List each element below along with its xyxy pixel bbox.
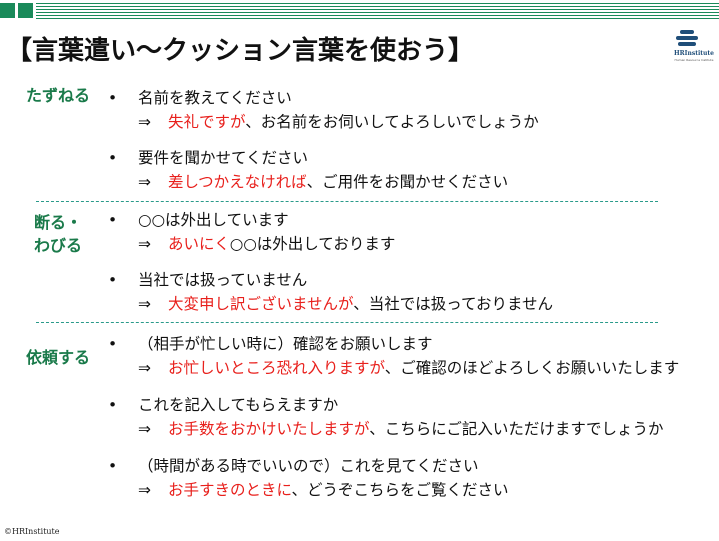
arrow-icon: ⇒ — [138, 235, 151, 253]
arrow-icon: ⇒ — [138, 359, 151, 377]
phrase-item-7: •（時間がある時でいいので）これを見てください ⇒お手すきのときに、どうぞこちら… — [108, 454, 509, 502]
corner-square-1 — [0, 3, 15, 18]
plain-phrase: （相手が忙しい時に）確認をお願いします — [138, 335, 433, 353]
phrase-item-2: •要件を聞かせてください ⇒差しつかえなければ、ご用件をお聞かせください — [108, 146, 508, 194]
cushion-phrase: お手すきのときに — [168, 481, 292, 499]
cushion-phrase: 差しつかえなければ — [168, 173, 307, 191]
category-refuse: 断る・ わびる — [34, 213, 83, 255]
logo-sub: Human Resource Institute — [674, 58, 714, 62]
category-request: 依頼する — [26, 348, 91, 367]
plain-phrase: 要件を聞かせてください — [138, 149, 309, 167]
cushion-phrase: 失礼ですが — [168, 113, 246, 131]
logo-name: HRInstitute — [674, 50, 714, 57]
cushion-phrase: 大変申し訳ございませんが — [168, 295, 354, 313]
polite-phrase: ○○は外出しております — [229, 235, 396, 253]
copyright-footer: ©HRInstitute — [4, 527, 60, 536]
arrow-icon: ⇒ — [138, 420, 151, 438]
slide-title: 【言葉遣い～クッション言葉を使おう】 — [6, 36, 475, 66]
section-divider-1 — [36, 201, 658, 202]
cushion-phrase: お忙しいところ恐れ入りますが — [168, 359, 385, 377]
plain-phrase: 名前を教えてください — [138, 89, 292, 107]
plain-phrase: 当社では扱っていません — [138, 271, 308, 289]
phrase-item-3: •○○は外出しています ⇒あいにく○○は外出しております — [108, 208, 395, 256]
polite-phrase: 、当社では扱っておりません — [353, 295, 554, 313]
polite-phrase: 、ご確認のほどよろしくお願いいたします — [384, 359, 680, 377]
arrow-icon: ⇒ — [138, 113, 151, 131]
plain-phrase: （時間がある時でいいので）これを見てください — [138, 457, 479, 475]
hri-logo: HRInstitute Human Resource Institute — [672, 28, 716, 64]
arrow-icon: ⇒ — [138, 295, 151, 313]
corner-square-2 — [18, 3, 33, 18]
plain-phrase: ○○は外出しています — [138, 211, 289, 229]
polite-phrase: 、ご用件をお聞かせください — [306, 173, 509, 191]
category-ask: たずねる — [26, 86, 91, 105]
arrow-icon: ⇒ — [138, 481, 151, 499]
phrase-item-1: •名前を教えてください ⇒失礼ですが、お名前をお伺いしてよろしいでしょうか — [108, 86, 539, 134]
header-decoration — [0, 0, 719, 21]
header-stripes — [36, 3, 719, 19]
polite-phrase: 、どうぞこちらをご覧ください — [291, 481, 509, 499]
section-divider-2 — [36, 322, 658, 323]
arrow-icon: ⇒ — [138, 173, 151, 191]
cushion-phrase: お手数をおかけいたしますが — [168, 420, 370, 438]
polite-phrase: 、お名前をお伺いしてよろしいでしょうか — [245, 113, 539, 131]
phrase-item-4: •当社では扱っていません ⇒大変申し訳ございませんが、当社では扱っておりません — [108, 268, 553, 316]
phrase-item-5: •（相手が忙しい時に）確認をお願いします ⇒お忙しいところ恐れ入りますが、ご確認… — [108, 332, 679, 380]
cushion-phrase: あいにく — [168, 235, 230, 253]
phrase-item-6: •これを記入してもらえますか ⇒お手数をおかけいたしますが、こちらにご記入いただ… — [108, 393, 664, 441]
polite-phrase: 、こちらにご記入いただけますでしょうか — [369, 420, 664, 438]
plain-phrase: これを記入してもらえますか — [138, 396, 339, 414]
